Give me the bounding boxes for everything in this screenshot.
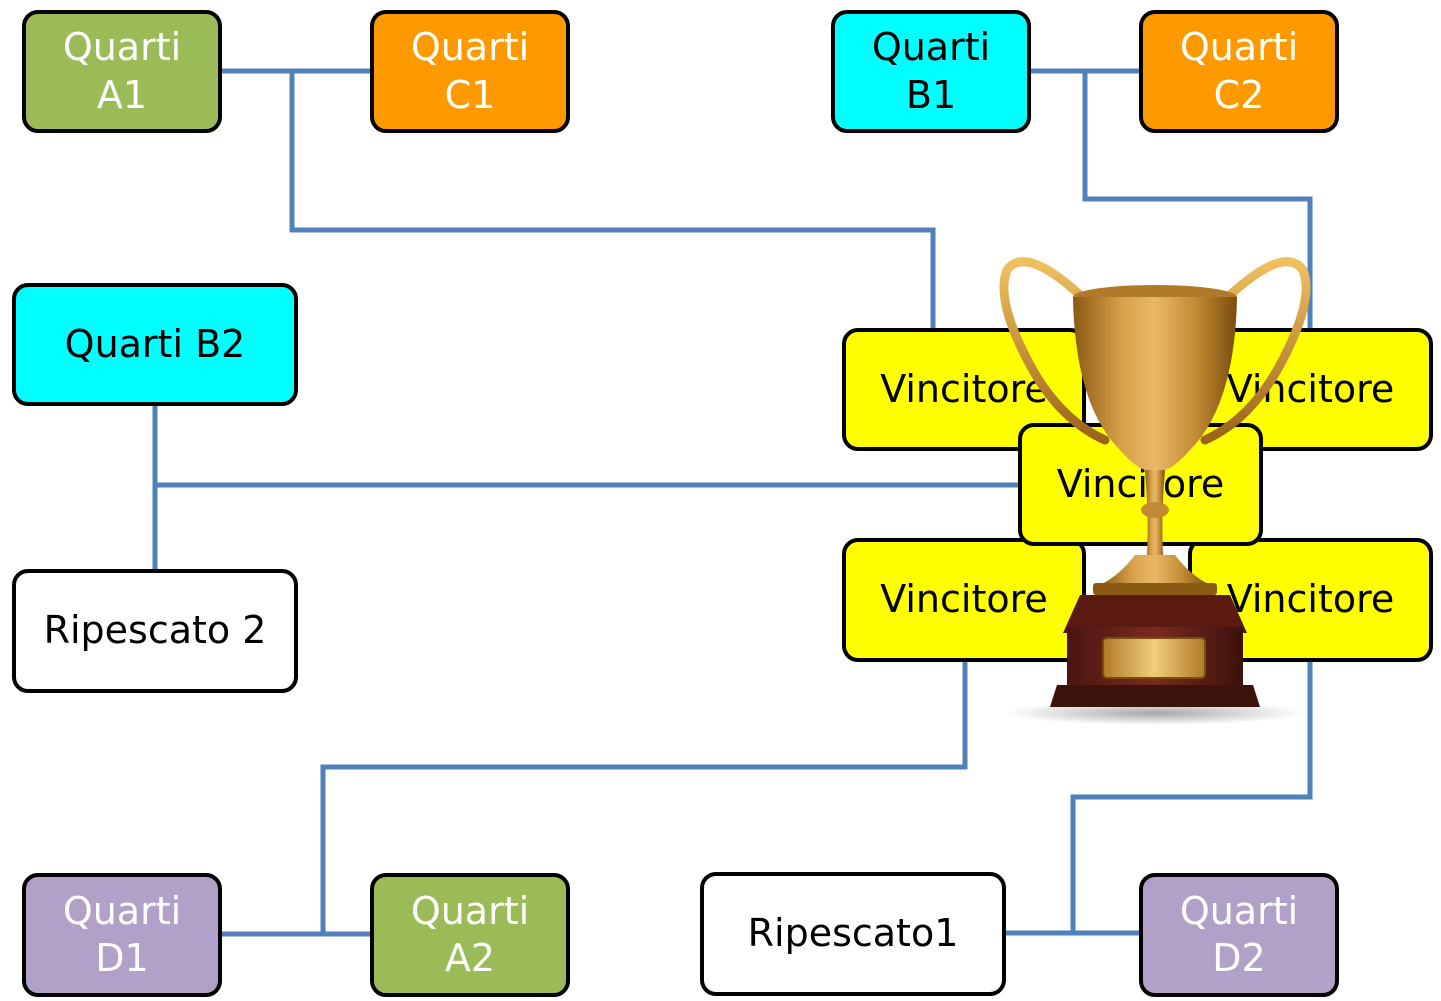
team-box-quarti-c1: Quarti C1 bbox=[370, 10, 570, 133]
team-box-quarti-d2: Quarti D2 bbox=[1139, 873, 1339, 997]
trophy-icon bbox=[999, 257, 1311, 725]
team-box-quarti-d1: Quarti D1 bbox=[22, 873, 222, 997]
connector-a1c1-to-semi bbox=[289, 71, 936, 328]
team-box-ripescato-1: Ripescato1 bbox=[700, 872, 1006, 996]
team-box-ripescato-2: Ripescato 2 bbox=[12, 569, 298, 693]
team-box-quarti-a1: Quarti A1 bbox=[22, 10, 222, 133]
winner-box-semi-bottom-left: Vincitore bbox=[842, 538, 1086, 662]
team-box-quarti-c2: Quarti C2 bbox=[1139, 10, 1339, 133]
connector-r1d2-to-semi bbox=[1070, 660, 1313, 933]
team-box-quarti-b1: Quarti B1 bbox=[831, 10, 1031, 133]
connector-b1c2-to-semi bbox=[1082, 71, 1313, 328]
connector-d1a2-to-semi bbox=[320, 660, 968, 934]
team-box-quarti-a2: Quarti A2 bbox=[370, 873, 570, 997]
winner-box-final: Vincitore bbox=[1018, 423, 1263, 546]
team-box-quarti-b2: Quarti B2 bbox=[12, 283, 298, 406]
